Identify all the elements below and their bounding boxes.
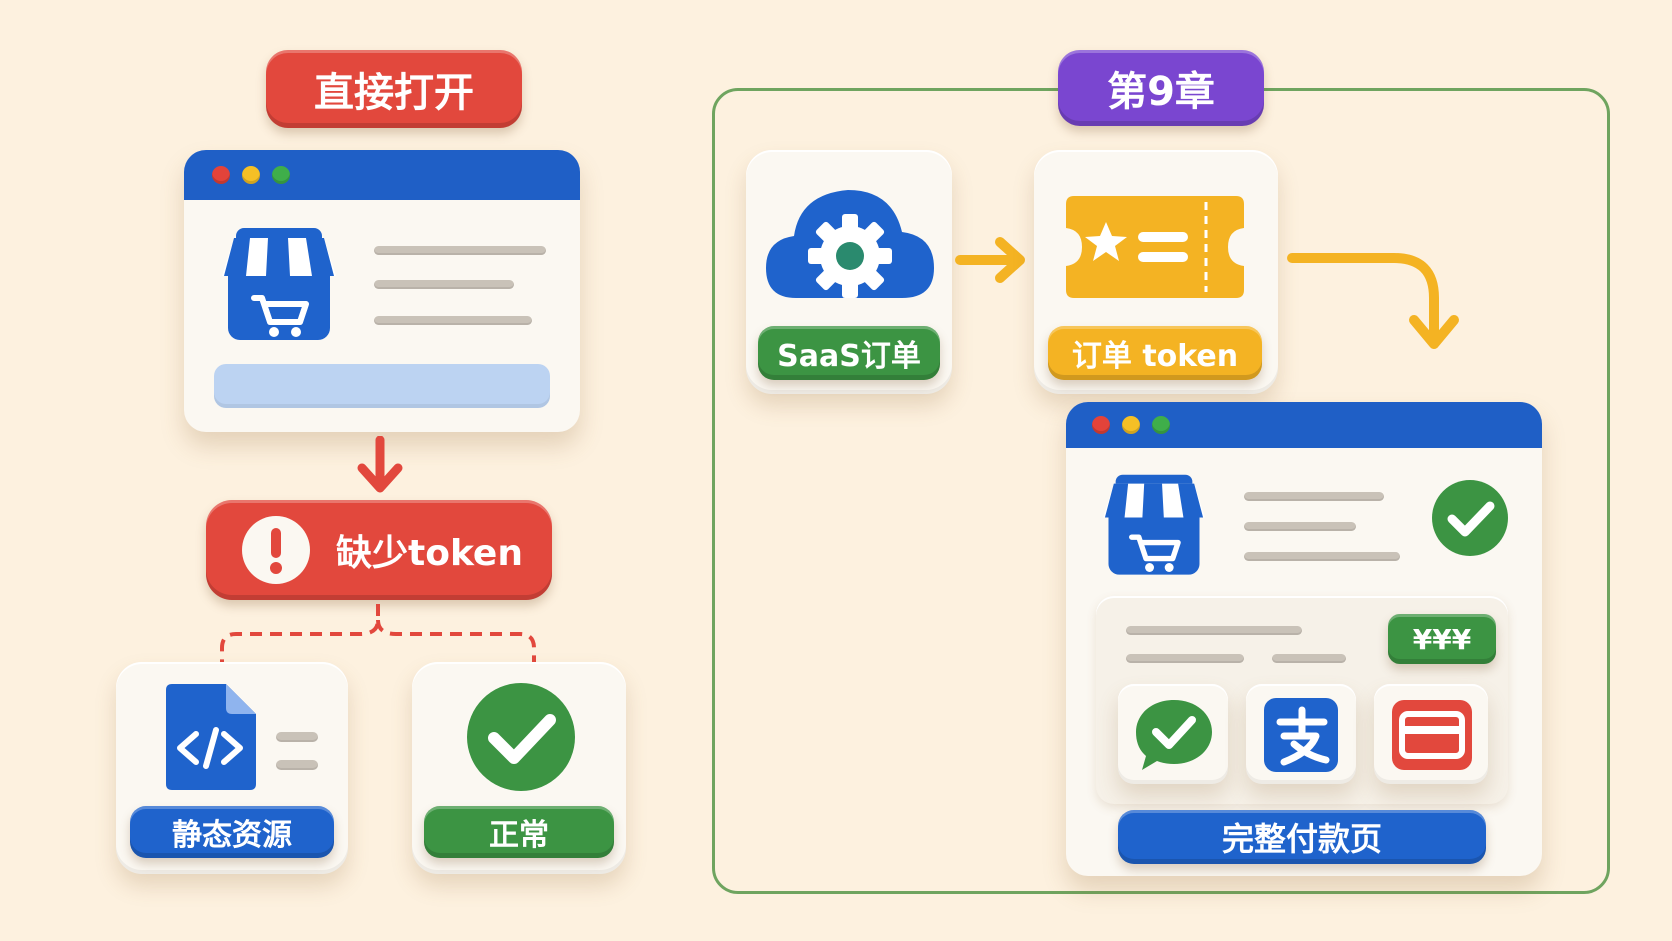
cloud-gear-icon: [766, 190, 934, 298]
direct-open-title: 直接打开: [266, 50, 522, 128]
exclamation-icon: [242, 516, 310, 584]
check-circle-icon: [1432, 480, 1508, 556]
chapter-badge: 第9章: [1058, 50, 1264, 126]
price-badge: ¥¥¥: [1388, 614, 1496, 664]
wechat-pay-option[interactable]: [1118, 684, 1228, 784]
close-dot-icon: [212, 166, 230, 184]
text-placeholder-line: [1272, 654, 1346, 663]
ticket-icon: [1066, 196, 1244, 298]
card-pay-option[interactable]: [1374, 684, 1488, 784]
text-placeholder-line: [1126, 626, 1302, 635]
order-token-label: 订单 token: [1048, 326, 1262, 380]
static-resource-card: 静态资源: [116, 662, 348, 874]
text-placeholder-line: [1244, 552, 1400, 561]
full-payment-page-label: 完整付款页: [1118, 810, 1486, 864]
saas-order-label: SaaS订单: [758, 326, 940, 380]
normal-label: 正常: [424, 806, 614, 858]
missing-token-error: 缺少token: [206, 500, 552, 600]
store-browser-window: [184, 150, 580, 432]
window-titlebar: [1066, 402, 1542, 448]
storefront-icon: [1103, 474, 1205, 575]
payment-page-window: ¥¥¥ 完整付款页: [1066, 402, 1542, 876]
wechat-pay-icon: [1136, 700, 1212, 770]
check-circle-icon: [467, 683, 575, 791]
payment-panel: ¥¥¥: [1096, 596, 1508, 804]
alipay-option[interactable]: [1246, 684, 1356, 784]
curved-arrow-icon: [1287, 253, 1459, 349]
down-arrow-icon: [357, 436, 403, 493]
text-placeholder-line: [276, 760, 318, 770]
maximize-dot-icon: [1152, 416, 1170, 434]
text-placeholder-line: [1244, 492, 1384, 501]
text-placeholder-line: [374, 316, 532, 325]
text-placeholder-line: [276, 732, 318, 742]
normal-card: 正常: [412, 662, 626, 874]
text-placeholder-line: [374, 280, 514, 289]
maximize-dot-icon: [272, 166, 290, 184]
input-bar: [214, 364, 550, 408]
minimize-dot-icon: [242, 166, 260, 184]
text-placeholder-line: [374, 246, 546, 255]
code-file-icon: [166, 684, 256, 790]
text-placeholder-line: [1244, 522, 1356, 531]
credit-card-icon: [1392, 700, 1472, 770]
saas-order-card: SaaS订单: [746, 150, 952, 394]
minimize-dot-icon: [1122, 416, 1140, 434]
alipay-icon: [1264, 698, 1338, 772]
close-dot-icon: [1092, 416, 1110, 434]
text-placeholder-line: [1126, 654, 1244, 663]
order-token-card: 订单 token: [1034, 150, 1278, 394]
dashed-branch-connector: [220, 604, 536, 662]
storefront-icon: [222, 228, 336, 340]
right-arrow-icon: [955, 237, 1025, 283]
static-resource-label: 静态资源: [130, 806, 334, 858]
missing-token-label: 缺少token: [336, 533, 523, 574]
